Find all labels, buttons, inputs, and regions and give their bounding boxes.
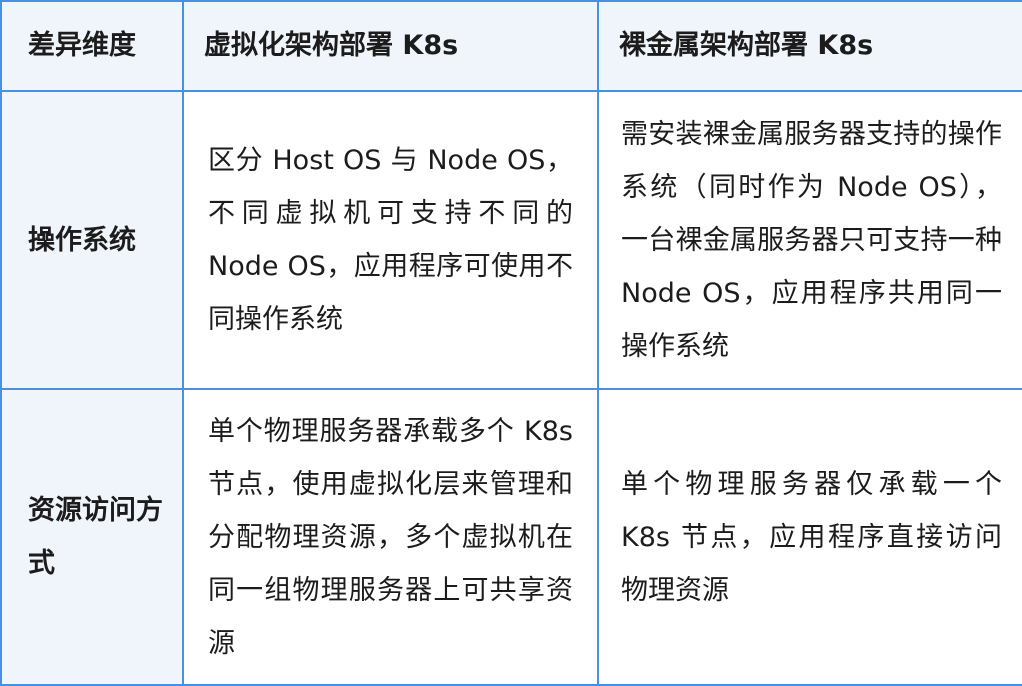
row-label-resource-access: 资源访问方式	[0, 388, 184, 686]
header-virtualized-k8s: 虚拟化架构部署 K8s	[182, 0, 599, 92]
table-row: 操作系统 区分 Host OS 与 Node OS，不同虚拟机可支持不同的 No…	[0, 90, 1022, 390]
row-label-os: 操作系统	[0, 90, 184, 390]
cell-virtualized-os: 区分 Host OS 与 Node OS，不同虚拟机可支持不同的 Node OS…	[182, 90, 599, 390]
table-header-row: 差异维度 虚拟化架构部署 K8s 裸金属架构部署 K8s	[0, 0, 1022, 92]
header-dimension: 差异维度	[0, 0, 184, 92]
cell-bare-metal-resource-access: 单个物理服务器仅承载一个 K8s 节点，应用程序直接访问物理资源	[597, 388, 1022, 686]
cell-bare-metal-os: 需安装裸金属服务器支持的操作系统（同时作为 Node OS），一台裸金属服务器只…	[597, 90, 1022, 390]
header-bare-metal-k8s: 裸金属架构部署 K8s	[597, 0, 1022, 92]
table-row: 资源访问方式 单个物理服务器承载多个 K8s 节点，使用虚拟化层来管理和分配物理…	[0, 388, 1022, 686]
cell-virtualized-resource-access: 单个物理服务器承载多个 K8s 节点，使用虚拟化层来管理和分配物理资源，多个虚拟…	[182, 388, 599, 686]
